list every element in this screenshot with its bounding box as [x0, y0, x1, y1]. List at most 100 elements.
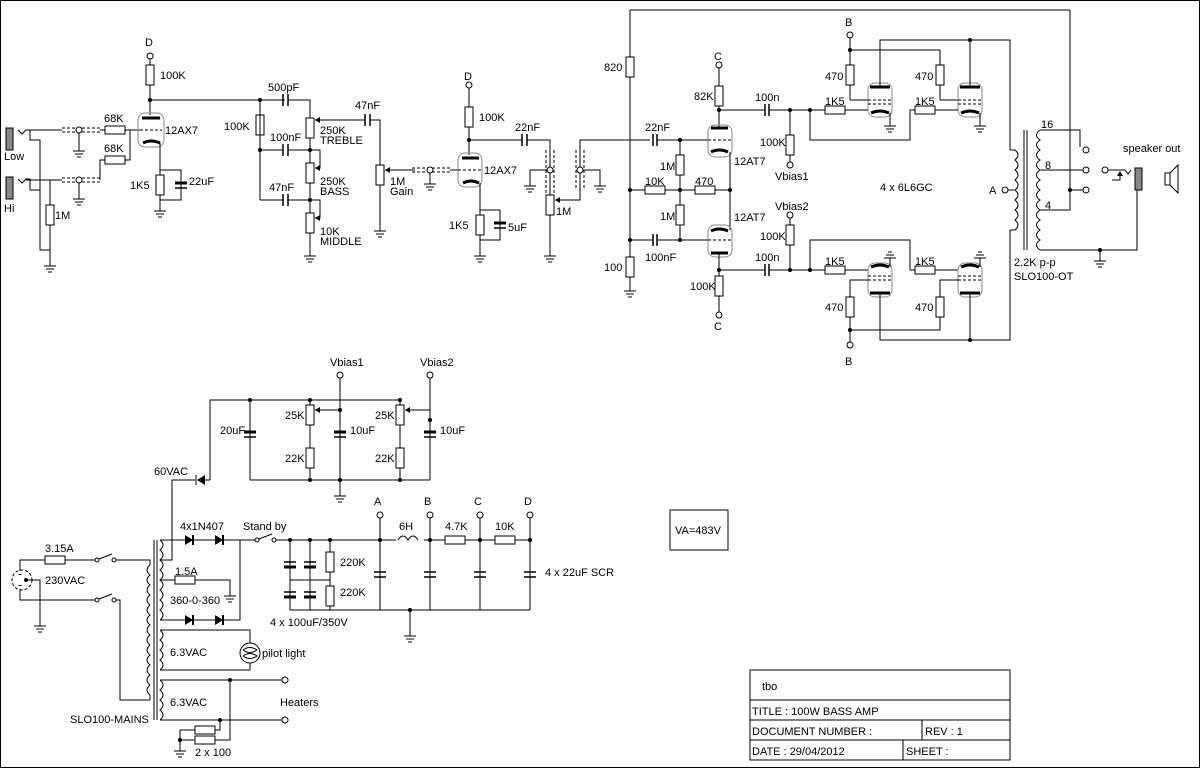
r-470-pi-label: 470	[695, 176, 713, 188]
bias-c20-label: 20uF	[220, 425, 245, 437]
sheet-label: SHEET :	[906, 746, 949, 758]
vbias1-label: Vbias1	[775, 171, 809, 183]
pi-tube-bottom	[707, 224, 733, 258]
pot-treble-value: 250K	[320, 125, 346, 137]
c-47nf-label: 47nF	[355, 100, 380, 112]
fuse-main-label: 3.15A	[45, 543, 74, 555]
ot-impedance-label: 2.2K p-p	[1014, 257, 1056, 269]
pi-tube-bottom-label: 12AT7	[734, 212, 766, 224]
jack-low-label: Low	[4, 151, 24, 163]
node-c-label: C	[474, 496, 482, 508]
standby-label: Stand by	[243, 521, 287, 533]
author-label: tbo	[762, 681, 777, 693]
v2-stage: D 100K 12AX7 1K5 5uF 22nF 1M	[449, 71, 607, 263]
ot-tap-16-label: 16	[1041, 119, 1053, 131]
r-1k5-d-label: 1K5	[915, 256, 935, 268]
c-100n-top-label: 100n	[755, 92, 779, 104]
pi-tube-top	[707, 124, 733, 158]
pot-gain[interactable]	[375, 164, 385, 186]
rev-label: REV : 1	[925, 726, 963, 738]
pt-name-label: SLO100-MAINS	[70, 714, 149, 726]
title-block: tbo TITLE : 100W BASS AMP DOCUMENT NUMBE…	[749, 669, 1011, 761]
input-jack-hi[interactable]	[5, 176, 14, 200]
speaker-out-label: speaker out	[1123, 143, 1180, 155]
bias-pot2-label: 25K	[375, 410, 395, 422]
bias-vbias1-label: Vbias1	[330, 357, 364, 369]
ot-center-label: A	[989, 185, 997, 197]
ot-tap-8-label: 8	[1045, 160, 1051, 172]
pot-master[interactable]	[545, 194, 555, 216]
bias-r2-label: 22K	[375, 453, 395, 465]
bias-pot1-label: 25K	[285, 410, 305, 422]
pot-bass-label: BASS	[320, 186, 349, 198]
pot-gain-value: 1M	[390, 176, 405, 188]
bias-r1-label: 22K	[285, 453, 305, 465]
r-10k-ps-label: 10K	[495, 521, 515, 533]
pot-middle-label: MIDDLE	[320, 236, 362, 248]
choke-label: 6H	[399, 521, 413, 533]
pot-middle[interactable]	[305, 212, 315, 234]
r-100k-b2-label: 100K	[760, 231, 786, 243]
ot-name-label: SLO100-OT	[1014, 271, 1074, 283]
standby-switch[interactable]	[254, 537, 260, 543]
input-stage: Low Hi 1M 68K 68K D 100K 12AX7	[4, 37, 214, 273]
r-1k5-b-label: 1K5	[915, 96, 935, 108]
input-jack-low[interactable]	[5, 127, 14, 151]
r-100k-v2-label: 100K	[479, 112, 505, 124]
r-1m-b-label: 1M	[660, 211, 675, 223]
r-470-b-label: 470	[915, 71, 933, 83]
heater-r-label: 2 x 100	[195, 747, 231, 759]
pi-tube-top-label: 12AT7	[734, 156, 766, 168]
r-68k-1-label: 68K	[104, 113, 124, 125]
ot-tap-4-label: 4	[1045, 200, 1051, 212]
r-100k-v1-label: 100K	[160, 70, 186, 82]
r-470-c-label: 470	[825, 302, 843, 314]
pot-bass[interactable]	[305, 162, 315, 184]
fuse-main	[44, 555, 66, 565]
c-500pf-label: 500pF	[268, 82, 299, 94]
r-82k-label: 82K	[694, 91, 714, 103]
r-1k5-v2-label: 1K5	[449, 220, 469, 232]
pot-gain-label: Gain	[390, 186, 413, 198]
pot-middle-value: 10K	[320, 226, 340, 238]
pot-bass-value: 250K	[320, 176, 346, 188]
node-b-label: B	[424, 496, 431, 508]
r-470-a-label: 470	[825, 71, 843, 83]
mains-section: 3.15A 230VAC SLO100-MAINS 4x1N407 1.5A 3…	[11, 521, 530, 759]
node-a-label: A	[374, 496, 382, 508]
pt-supply-bot-label: B	[845, 356, 852, 368]
pot-treble-label: TREBLE	[320, 135, 363, 147]
tone-stack: 500pF 100K 100nF 47nF 250K TREBLE 250K B…	[150, 82, 458, 263]
reservoir-caps-label: 4 x 100uF/350V	[270, 617, 348, 629]
va-note-box	[669, 509, 729, 551]
r-100k-pi-label: 100K	[690, 281, 716, 293]
diodes-label: 4x1N407	[180, 521, 224, 533]
power-tubes-label: 4 x 6L6GC	[880, 182, 933, 194]
v2-tube-label: 12AX7	[484, 165, 517, 177]
pi-supply-top-label: C	[714, 51, 722, 63]
fil2-label: 6.3VAC	[170, 697, 207, 709]
pot-treble[interactable]	[305, 117, 315, 139]
c-100n-bot-label: 100n	[755, 252, 779, 264]
c-100nf-pi-label: 100nF	[645, 252, 676, 264]
c-47nf-ts-label: 47nF	[269, 182, 294, 194]
bias-vbias2-label: Vbias2	[420, 357, 454, 369]
r-1m-a-label: 1M	[660, 161, 675, 173]
v1-tube-label: 12AX7	[165, 125, 198, 137]
pilot-label: pilot light	[262, 648, 305, 660]
date-label: DATE : 29/04/2012	[752, 746, 845, 758]
c-100nf-ts-label: 100nF	[270, 132, 301, 144]
r-820-label: 820	[604, 62, 622, 74]
fuse-ht-label: 1.5A	[175, 566, 198, 578]
r-220k-a-label: 220K	[340, 557, 366, 569]
r-100-label: 100	[604, 262, 622, 274]
ht-filter: 220K 220K 4 x 100uF/350V A B C D 6H 4.7K…	[270, 496, 614, 643]
r-1k5-c-label: 1K5	[825, 256, 845, 268]
speaker-jack[interactable]	[1134, 167, 1143, 191]
r-100k-b1-label: 100K	[760, 137, 786, 149]
r-470-d-label: 470	[915, 302, 933, 314]
power-stage: B 470 470 1K5 1K5 1K5 1K5	[809, 17, 1011, 368]
c-22nf-pi-label: 22nF	[645, 122, 670, 134]
r-1m-in-label: 1M	[55, 210, 70, 222]
